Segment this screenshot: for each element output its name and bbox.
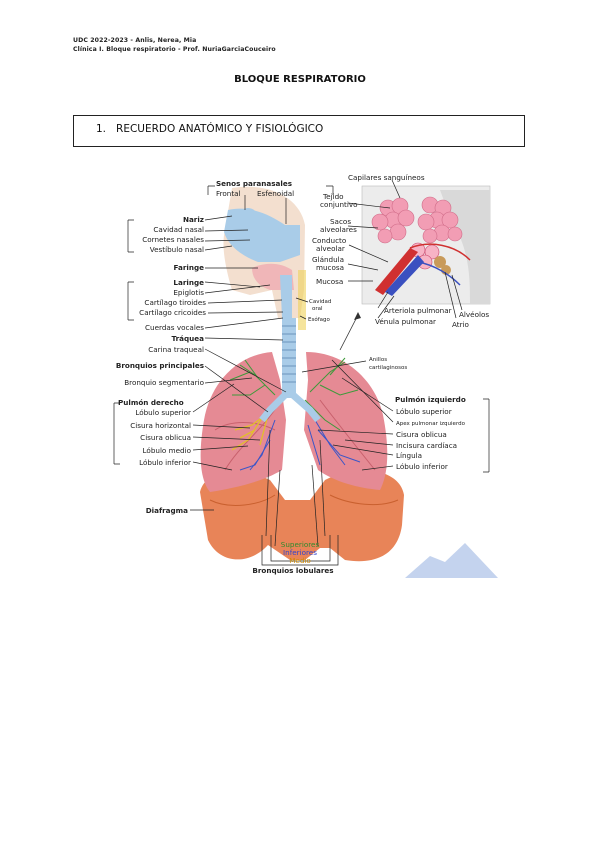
label-sacos-1: Sacos xyxy=(330,217,351,226)
section-box: 1. RECUERDO ANATÓMICO Y FISIOLÓGICO xyxy=(73,115,525,147)
label-capilares: Capilares sanguíneos xyxy=(348,173,425,182)
label-lobulo-superior-i: Lóbulo superior xyxy=(396,407,452,416)
label-cavidad-nasal: Cavidad nasal xyxy=(153,225,204,234)
label-frontal: Frontal xyxy=(216,189,241,198)
label-epiglotis: Epiglotis xyxy=(173,288,204,297)
label-lingula: Língula xyxy=(396,451,422,460)
label-bronquios-principales: Bronquios principales xyxy=(116,361,204,370)
label-anillos-1: Anillos xyxy=(369,357,387,363)
label-superiores: Superiores xyxy=(281,540,320,549)
label-apex: Apex pulmonar izquierdo xyxy=(396,421,466,427)
label-lobulo-medio: Lóbulo medio xyxy=(143,446,191,455)
label-diafragma: Diafragma xyxy=(146,506,188,515)
label-nariz: Nariz xyxy=(183,215,204,224)
label-bronquio-segmentario: Bronquio segmentario xyxy=(124,378,204,387)
label-laringe: Laringe xyxy=(173,278,204,287)
label-lobulo-inferior-i: Lóbulo inferior xyxy=(396,462,448,471)
label-medio: Medio xyxy=(289,556,311,565)
label-lobulo-superior-d: Lóbulo superior xyxy=(135,408,191,417)
label-tejido-2: conjuntivo xyxy=(320,200,357,209)
header-line-1: UDC 2022-2023 - Anlis, Nerea, Mia xyxy=(73,37,197,44)
label-arteriola: Arteriola pulmonar xyxy=(384,306,452,315)
label-senos: Senos paranasales xyxy=(216,179,292,188)
label-pulmon-izquierdo: Pulmón izquierdo xyxy=(395,395,466,404)
diaphragm-shape xyxy=(200,470,404,562)
label-carina: Carina traqueal xyxy=(148,345,204,354)
label-atrio: Atrio xyxy=(452,320,469,329)
label-cornetes: Cornetes nasales xyxy=(142,235,204,244)
label-cavidad-oral-1: Cavidad xyxy=(309,299,331,305)
label-faringe: Faringe xyxy=(174,263,205,272)
label-lobulo-inferior-d: Lóbulo inferior xyxy=(139,458,191,467)
label-traquea: Tráquea xyxy=(172,334,205,343)
right-lung-shape xyxy=(200,352,286,492)
section-text: RECUERDO ANATÓMICO Y FISIOLÓGICO xyxy=(116,123,324,135)
label-incisura: Incisura cardíaca xyxy=(396,441,457,450)
label-venula: Vénula pulmonar xyxy=(375,317,436,326)
label-conducto-2: alveolar xyxy=(316,244,345,253)
label-cisura-horizontal: Cisura horizontal xyxy=(130,421,191,430)
diagram-art xyxy=(200,185,491,562)
label-tiroides: Cartílago tiroides xyxy=(144,298,206,307)
label-alveolos: Alvéolos xyxy=(459,310,489,319)
label-sacos-2: alveolares xyxy=(320,225,357,234)
page-title: BLOQUE RESPIRATORIO xyxy=(234,74,366,85)
label-vestibulo: Vestíbulo nasal xyxy=(150,245,204,254)
label-cricoides: Cartílago cricoides xyxy=(139,308,206,317)
label-esfenoidal: Esfenoidal xyxy=(257,189,294,198)
label-cavidad-oral-2: oral xyxy=(312,306,323,312)
label-pulmon-derecho: Pulmón derecho xyxy=(118,398,184,407)
label-bronquios-lobulares: Bronquios lobulares xyxy=(252,566,333,575)
label-cuerdas: Cuerdas vocales xyxy=(145,323,204,332)
section-number: 1. xyxy=(96,123,107,135)
section-heading: 1. RECUERDO ANATÓMICO Y FISIOLÓGICO xyxy=(96,123,323,135)
label-conducto-1: Conducto xyxy=(312,236,346,245)
label-anillos-2: cartilaginosos xyxy=(369,365,407,371)
label-inferiores: Inferiores xyxy=(283,548,317,557)
label-esofago: Esófago xyxy=(308,316,331,323)
left-lung-shape xyxy=(304,352,388,490)
label-tejido-1: Tejido xyxy=(322,192,344,201)
label-glandula-1: Glándula xyxy=(312,255,344,264)
label-cisura-oblicua-d: Cisura oblicua xyxy=(140,433,191,442)
label-mucosa: Mucosa xyxy=(316,277,343,286)
leader-lines xyxy=(113,179,490,566)
label-cisura-oblicua-i: Cisura oblicua xyxy=(396,430,447,439)
label-glandula-2: mucosa xyxy=(316,263,344,272)
header-line-2: Clínica I. Bloque respiratorio - Prof. N… xyxy=(73,46,276,53)
